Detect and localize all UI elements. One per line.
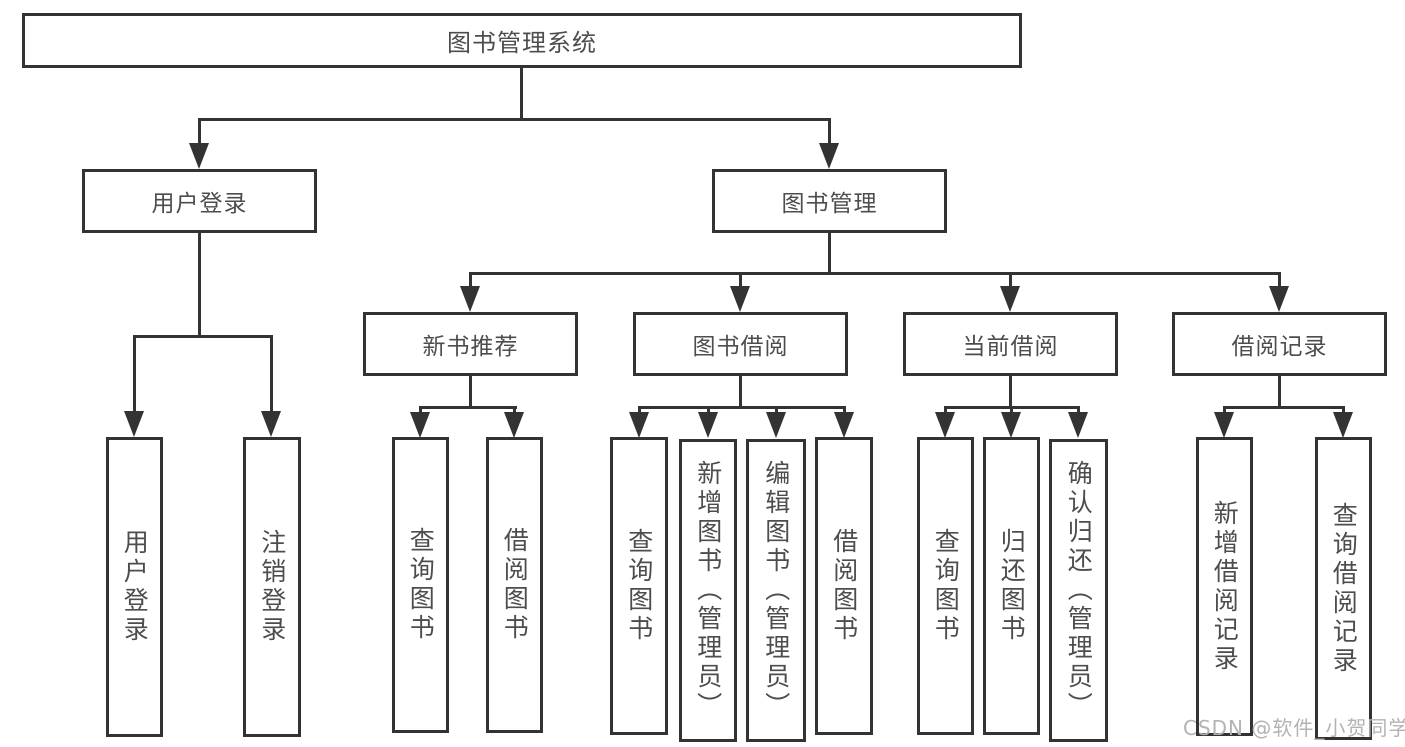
arrowhead-bb-borrow [834, 412, 854, 438]
leaf-bb-borrow-books-label: 借阅图书 [829, 528, 859, 644]
leaf-logout: 注销登录 [243, 437, 301, 737]
connector-drop-cb-return [1010, 406, 1013, 414]
connector-bb-bus [638, 406, 846, 409]
leaf-cb-return-books-label: 归还图书 [997, 528, 1027, 644]
leaf-nb-borrow-books: 借阅图书 [486, 437, 543, 733]
arrowhead-bb-edit [766, 412, 786, 438]
connector-drop-book-management [828, 118, 831, 146]
leaf-cb-query-books-label: 查询图书 [931, 528, 961, 644]
connector-book-bus [469, 272, 1281, 275]
connector-nb-stem [469, 376, 472, 408]
leaf-bb-edit-books-admin: 编辑图书（管理员） [746, 439, 806, 742]
leaf-nb-query-books-label: 查询图书 [406, 527, 436, 643]
leaf-nb-query-books: 查询图书 [392, 437, 449, 733]
node-current-borrowing-label: 当前借阅 [962, 334, 1059, 360]
connector-cb-stem [1009, 376, 1012, 408]
connector-drop-cb-confirm [1077, 406, 1080, 414]
leaf-cb-return-books: 归还图书 [983, 437, 1040, 735]
arrowhead-br-query [1333, 412, 1353, 438]
connector-br-stem [1278, 376, 1281, 408]
connector-drop-bb-query [638, 406, 641, 414]
arrowhead-book-borrowing [730, 286, 750, 312]
leaf-bb-borrow-books: 借阅图书 [815, 437, 873, 735]
arrowhead-new-books [460, 286, 480, 312]
leaf-cb-confirm-return-admin: 确认归还（管理员） [1049, 439, 1108, 742]
connector-drop-new-books [469, 272, 472, 290]
arrowhead-bb-add [698, 412, 718, 438]
node-book-management-label: 图书管理 [781, 191, 878, 217]
connector-drop-user-login [198, 118, 201, 146]
connector-user-stem [198, 233, 201, 335]
leaf-user-login-label: 用户登录 [120, 529, 150, 645]
arrowhead-cb-query [935, 412, 955, 438]
arrowhead-leaf-user-login [124, 411, 144, 437]
arrowhead-cb-return [1001, 412, 1021, 438]
node-root: 图书管理系统 [22, 13, 1022, 68]
connector-drop-book-borrowing [739, 272, 742, 290]
connector-drop-bb-edit [775, 406, 778, 414]
node-borrowing-records: 借阅记录 [1172, 312, 1387, 376]
connector-root-bus [198, 118, 831, 121]
connector-root-stem [520, 68, 523, 118]
arrowhead-leaf-logout [261, 411, 281, 437]
node-new-book-recommend-label: 新书推荐 [422, 334, 519, 360]
leaf-nb-borrow-books-label: 借阅图书 [500, 527, 530, 643]
node-borrowing-records-label: 借阅记录 [1231, 334, 1328, 360]
leaf-bb-add-books-admin: 新增图书（管理员） [679, 439, 737, 742]
leaf-cb-query-books: 查询图书 [917, 437, 974, 735]
leaf-br-add-record-label: 新增借阅记录 [1210, 499, 1240, 674]
arrowhead-nb-borrow [504, 412, 524, 438]
node-book-borrowing-label: 图书借阅 [692, 334, 789, 360]
leaf-logout-label: 注销登录 [257, 529, 287, 645]
arrowhead-book-management [819, 143, 839, 169]
leaf-bb-edit-books-admin-label: 编辑图书（管理员） [761, 460, 791, 721]
connector-br-bus [1223, 406, 1345, 409]
connector-drop-borrowing-records [1278, 272, 1281, 290]
connector-drop-current-borrowing [1009, 272, 1012, 290]
connector-drop-leaf-user-login [133, 335, 136, 413]
connector-drop-cb-query [944, 406, 947, 414]
arrowhead-borrowing-records [1269, 286, 1289, 312]
leaf-br-query-record: 查询借阅记录 [1315, 437, 1372, 740]
connector-drop-br-query [1342, 406, 1345, 414]
connector-drop-bb-add [707, 406, 710, 414]
leaf-cb-confirm-return-admin-label: 确认归还（管理员） [1064, 460, 1094, 721]
leaf-bb-add-books-admin-label: 新增图书（管理员） [693, 460, 723, 721]
node-user-login: 用户登录 [82, 169, 317, 233]
arrowhead-current-borrowing [1000, 286, 1020, 312]
arrowhead-bb-query [629, 412, 649, 438]
connector-drop-br-add [1223, 406, 1226, 414]
connector-user-bus [133, 335, 273, 338]
connector-bb-stem [739, 376, 742, 408]
leaf-bb-query-books: 查询图书 [610, 437, 668, 735]
leaf-br-add-record: 新增借阅记录 [1196, 437, 1253, 736]
connector-drop-bb-borrow [843, 406, 846, 414]
node-user-login-label: 用户登录 [151, 191, 248, 217]
node-new-book-recommend: 新书推荐 [363, 312, 578, 376]
node-root-label: 图书管理系统 [447, 29, 597, 57]
node-current-borrowing: 当前借阅 [903, 312, 1118, 376]
connector-book-stem [828, 233, 831, 275]
arrowhead-br-add [1214, 412, 1234, 438]
connector-drop-nb-borrow [513, 406, 516, 414]
connector-drop-nb-query [419, 406, 422, 414]
connector-drop-leaf-logout [270, 335, 273, 413]
node-book-borrowing: 图书借阅 [633, 312, 848, 376]
csdn-watermark: CSDN @软件_小贺同学 [1183, 716, 1405, 740]
leaf-br-query-record-label: 查询借阅记录 [1329, 501, 1359, 676]
connector-nb-bus [419, 406, 517, 409]
leaf-bb-query-books-label: 查询图书 [624, 528, 654, 644]
arrowhead-user-login [189, 143, 209, 169]
node-book-management: 图书管理 [712, 169, 947, 233]
arrowhead-nb-query [410, 412, 430, 438]
leaf-user-login: 用户登录 [106, 437, 163, 737]
arrowhead-cb-confirm [1068, 412, 1088, 438]
